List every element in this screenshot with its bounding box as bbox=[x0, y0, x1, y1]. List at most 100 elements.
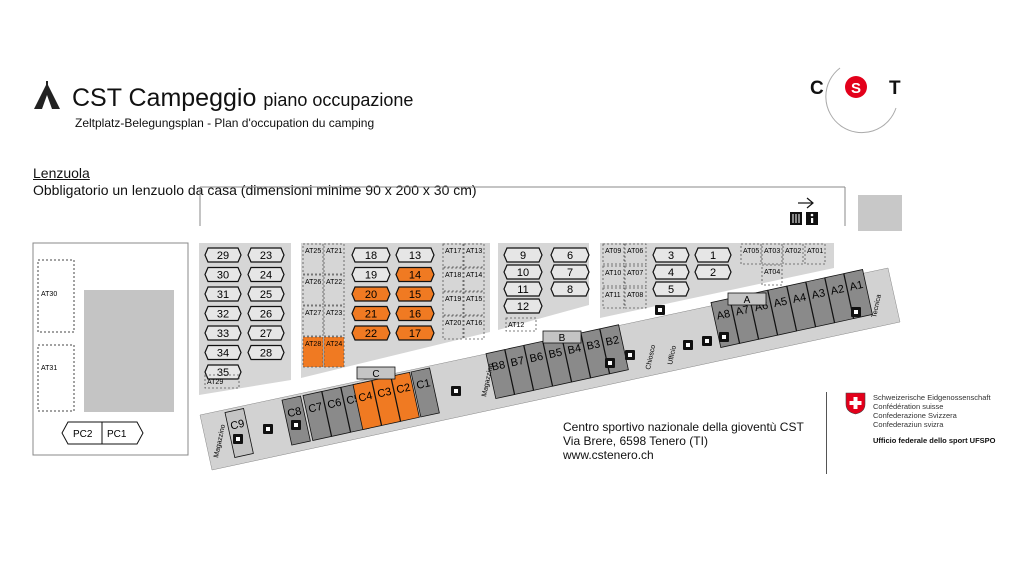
plot-at03[interactable]: AT03 bbox=[761, 243, 783, 265]
tent-pitch-22[interactable]: 22 bbox=[351, 325, 391, 341]
tent-pitch-26[interactable]: 26 bbox=[247, 305, 285, 322]
plot-at26[interactable]: AT26 bbox=[302, 274, 324, 306]
plot-at27[interactable]: AT27 bbox=[302, 305, 324, 337]
tent-pitch-24[interactable]: 24 bbox=[247, 266, 285, 283]
service-label: Tecnica bbox=[871, 294, 883, 319]
tent-pitch-30[interactable]: 30 bbox=[204, 266, 242, 283]
plot-label: AT01 bbox=[807, 248, 823, 255]
logo-letter-t: T bbox=[889, 78, 901, 99]
tent-pitch-10[interactable]: 10 bbox=[503, 264, 543, 280]
room-c1[interactable]: C1 bbox=[410, 367, 440, 418]
tent-pitch-16[interactable]: 16 bbox=[395, 305, 435, 322]
plot-at24[interactable]: AT24 bbox=[323, 336, 345, 368]
tent-pitch-13[interactable]: 13 bbox=[395, 247, 435, 263]
tent-pitch-21[interactable]: 21 bbox=[351, 305, 391, 322]
plot-at02[interactable]: AT02 bbox=[782, 243, 804, 265]
plot-at01[interactable]: AT01 bbox=[804, 243, 826, 265]
room-b7[interactable]: B7 bbox=[504, 344, 534, 395]
tent-pitch-4[interactable]: 4 bbox=[652, 264, 690, 280]
room-a8[interactable]: A8 bbox=[710, 298, 740, 349]
plot-at12[interactable]: AT12 bbox=[505, 317, 537, 332]
plot-at08[interactable]: AT08 bbox=[624, 287, 647, 309]
tent-pitch-15[interactable]: 15 bbox=[395, 286, 435, 302]
room-a2[interactable]: A2 bbox=[824, 273, 854, 324]
tent-pitch-5[interactable]: 5 bbox=[652, 281, 690, 297]
room-c2[interactable]: C2 bbox=[390, 371, 420, 422]
plot-at29[interactable]: AT29 bbox=[204, 374, 240, 389]
room-c4[interactable]: C4 bbox=[352, 380, 382, 431]
plot-at15[interactable]: AT15 bbox=[463, 291, 485, 316]
plot-at09[interactable]: AT09 bbox=[602, 243, 625, 265]
center-website[interactable]: www.cstenero.ch bbox=[563, 448, 654, 462]
tools-icon bbox=[291, 420, 301, 430]
tent-pitch-7[interactable]: 7 bbox=[550, 264, 590, 280]
plot-at05[interactable]: AT05 bbox=[740, 243, 762, 265]
pitch-label: 6 bbox=[567, 250, 573, 262]
tent-pitch-1[interactable]: 1 bbox=[694, 247, 732, 263]
plot-label: AT17 bbox=[445, 248, 461, 255]
tent-pitch-31[interactable]: 31 bbox=[204, 286, 242, 302]
plot-label: AT28 bbox=[305, 341, 321, 348]
plot-at06[interactable]: AT06 bbox=[624, 243, 647, 265]
plot-at25[interactable]: AT25 bbox=[302, 243, 324, 275]
tent-pitch-9[interactable]: 9 bbox=[503, 247, 543, 263]
tent-pitch-25[interactable]: 25 bbox=[247, 286, 285, 302]
plot-at14[interactable]: AT14 bbox=[463, 267, 485, 292]
room-c7[interactable]: C7 bbox=[302, 391, 332, 441]
notice-text: Obbligatorio un lenzuolo da casa (dimens… bbox=[33, 182, 477, 198]
room-b8[interactable]: B8 bbox=[485, 349, 515, 400]
room-a3[interactable]: A3 bbox=[805, 277, 835, 328]
plot-at23[interactable]: AT23 bbox=[323, 305, 345, 337]
room-a1[interactable]: A1 bbox=[843, 269, 873, 320]
tent-pitch-19[interactable]: 19 bbox=[351, 266, 391, 283]
room-a4[interactable]: A4 bbox=[786, 281, 816, 332]
tent-pitch-29[interactable]: 29 bbox=[204, 247, 242, 263]
room-label: B2 bbox=[605, 334, 621, 349]
room-c9[interactable]: C9 bbox=[224, 408, 254, 458]
west-block bbox=[32, 242, 189, 456]
tent-pitch-34[interactable]: 34 bbox=[204, 344, 242, 361]
room-b6[interactable]: B6 bbox=[523, 340, 553, 391]
tent-pitch-33[interactable]: 33 bbox=[204, 325, 242, 341]
room-c6[interactable]: C6 bbox=[321, 386, 351, 437]
plot-at13[interactable]: AT13 bbox=[463, 243, 485, 268]
tent-pitch-27[interactable]: 27 bbox=[247, 325, 285, 341]
room-b4[interactable]: B4 bbox=[561, 332, 591, 383]
tent-pitch-35[interactable]: 35 bbox=[204, 364, 242, 380]
room-b2[interactable]: B2 bbox=[599, 324, 629, 375]
page-title: CST Campeggio piano occupazione bbox=[72, 84, 413, 113]
room-label: A4 bbox=[792, 291, 808, 306]
tent-pitch-12[interactable]: 12 bbox=[503, 298, 543, 314]
room-a5[interactable]: A5 bbox=[767, 285, 797, 336]
plot-at18[interactable]: AT18 bbox=[442, 267, 464, 292]
plot-at16[interactable]: AT16 bbox=[463, 315, 485, 340]
tent-pitch-11[interactable]: 11 bbox=[503, 281, 543, 297]
plot-at11[interactable]: AT11 bbox=[602, 287, 625, 309]
plot-at28[interactable]: AT28 bbox=[302, 336, 324, 368]
tent-pitch-8[interactable]: 8 bbox=[550, 281, 590, 297]
plot-at20[interactable]: AT20 bbox=[442, 315, 464, 340]
tent-pitch-28[interactable]: 28 bbox=[247, 344, 285, 361]
room-label: C6 bbox=[326, 397, 342, 412]
plot-at19[interactable]: AT19 bbox=[442, 291, 464, 316]
tent-pitch-17[interactable]: 17 bbox=[395, 325, 435, 341]
plot-at17[interactable]: AT17 bbox=[442, 243, 464, 268]
tent-pitch-18[interactable]: 18 bbox=[351, 247, 391, 263]
tent-pitch-2[interactable]: 2 bbox=[694, 264, 732, 280]
room-a7[interactable]: A7 bbox=[729, 293, 759, 344]
tent-pitch-32[interactable]: 32 bbox=[204, 305, 242, 322]
tent-pitch-14[interactable]: 14 bbox=[395, 266, 435, 283]
plot-label: AT16 bbox=[466, 320, 482, 327]
plot-at04[interactable]: AT04 bbox=[761, 264, 783, 286]
tent-pitch-23[interactable]: 23 bbox=[247, 247, 285, 263]
tent-pitch-20[interactable]: 20 bbox=[351, 286, 391, 302]
plot-at21[interactable]: AT21 bbox=[323, 243, 345, 275]
plot-at07[interactable]: AT07 bbox=[624, 265, 647, 287]
room-c3[interactable]: C3 bbox=[371, 375, 401, 426]
swiss-line: Confédération suisse bbox=[873, 402, 944, 411]
plot-at22[interactable]: AT22 bbox=[323, 274, 345, 306]
tent-pitch-6[interactable]: 6 bbox=[550, 247, 590, 263]
tent-pitch-3[interactable]: 3 bbox=[652, 247, 690, 263]
room-b3[interactable]: B3 bbox=[580, 328, 610, 379]
plot-at10[interactable]: AT10 bbox=[602, 265, 625, 287]
